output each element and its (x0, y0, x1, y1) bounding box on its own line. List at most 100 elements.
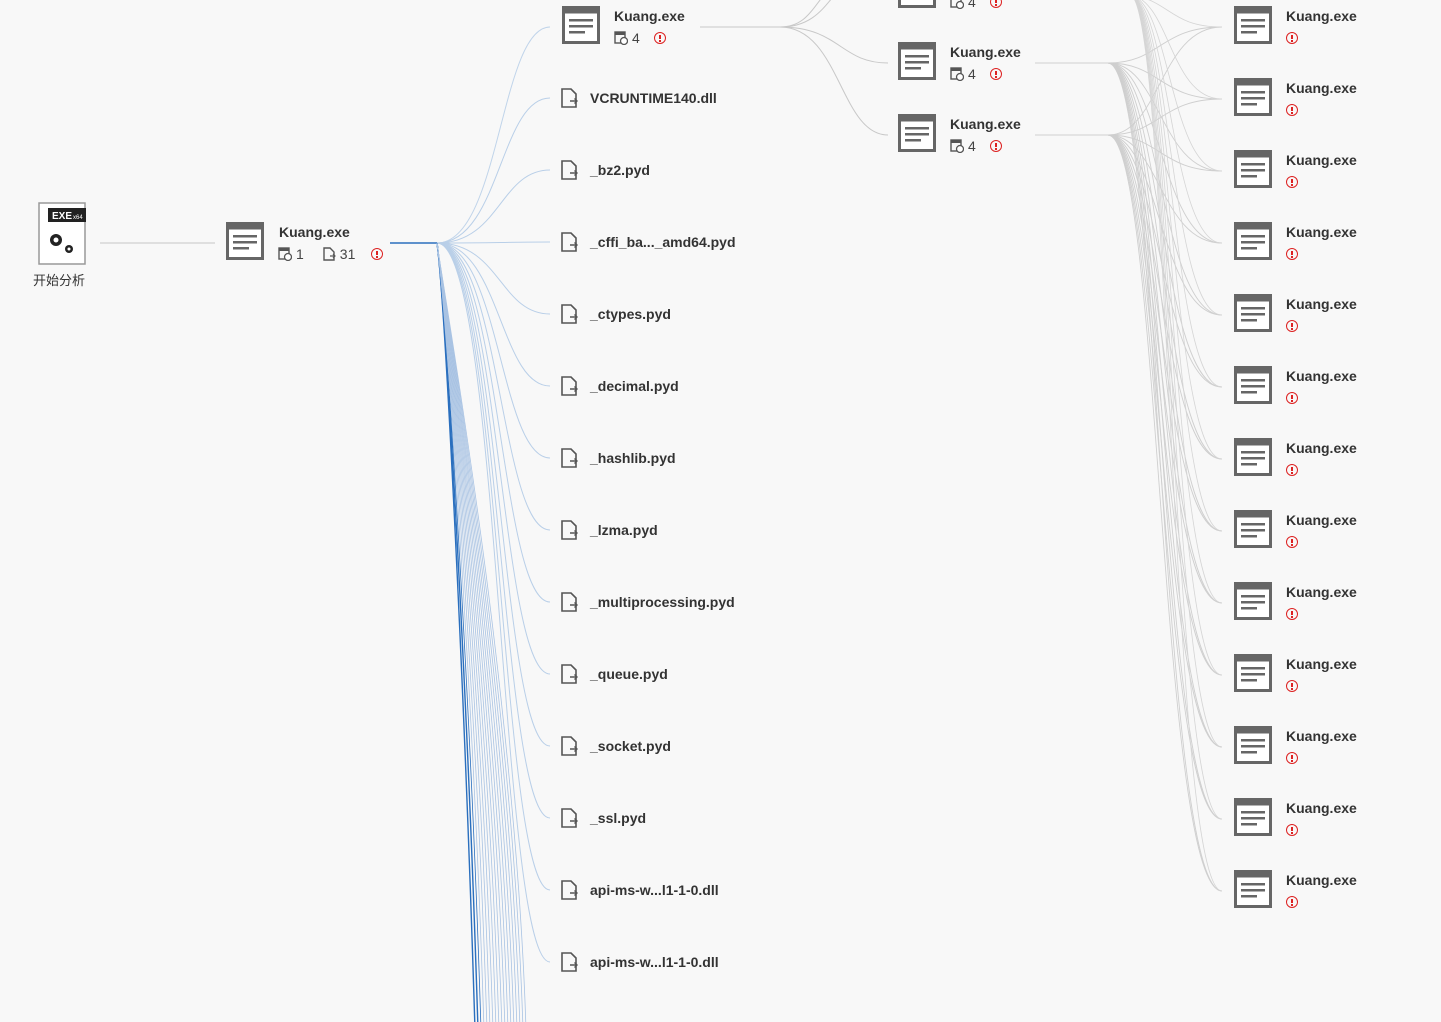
file-name: _ssl.pyd (590, 810, 647, 826)
dropped-file-item[interactable]: _ctypes.pyd (560, 304, 671, 324)
warning-icon (1286, 752, 1298, 764)
file-drop-icon (323, 247, 336, 261)
window-icon (898, 42, 936, 80)
file-name: api-ms-w...l1-1-0.dll (590, 954, 719, 970)
warning-icon (1286, 248, 1298, 260)
file-name: _lzma.pyd (590, 522, 658, 538)
file-name: _multiprocessing.pyd (590, 594, 735, 610)
window-icon (898, 0, 936, 8)
edge-main-file (436, 242, 551, 603)
subprocess-count: 4 (968, 138, 976, 154)
file-drop-icon (561, 952, 578, 972)
edge-mid-leaf (1148, 0, 1223, 28)
process-meta (1286, 104, 1298, 116)
edge-main-file (436, 242, 551, 747)
leaf-process-node[interactable]: Kuang.exe (1234, 510, 1374, 554)
dropped-file-item[interactable]: api-ms-w...l1-1-0.dll (560, 952, 719, 972)
edge-main-file (436, 242, 551, 819)
process-title: Kuang.exe (1286, 440, 1357, 456)
edge-mid-leaf (1137, 0, 1223, 244)
process-meta (1286, 536, 1298, 548)
edge-main-file (436, 242, 551, 963)
leaf-process-node[interactable]: Kuang.exe (1234, 870, 1374, 914)
file-drop-icon (561, 232, 578, 252)
edge-mid-leaf (1134, 0, 1223, 820)
edge-mid-leaf (1035, 26, 1223, 64)
dropped-file-item[interactable]: api-ms-w...l1-1-0.dll (560, 880, 719, 900)
dropped-file-item[interactable]: _decimal.pyd (560, 376, 679, 396)
leaf-process-node[interactable]: Kuang.exe (1234, 6, 1374, 50)
edge-mid-leaf (1035, 134, 1223, 388)
edge-mid-leaf (1035, 62, 1223, 244)
main-process-node[interactable]: Kuang.exe 1 31 (226, 222, 386, 266)
edge-main-file-offscreen (436, 242, 527, 1022)
edge-mid-leaf (1035, 62, 1223, 172)
warning-icon (1286, 680, 1298, 692)
warning-icon (1286, 608, 1298, 620)
edge-mid-leaf (1140, 0, 1223, 100)
file-name: api-ms-w...l1-1-0.dll (590, 882, 719, 898)
leaf-process-node[interactable]: Kuang.exe (1234, 654, 1374, 698)
dropped-file-item[interactable]: _socket.pyd (560, 736, 671, 756)
file-name: _bz2.pyd (590, 162, 650, 178)
dropped-file-item[interactable]: _ssl.pyd (560, 808, 646, 828)
child-process-node[interactable]: Kuang.exe 4 (898, 0, 1038, 14)
dropped-file-item[interactable]: _lzma.pyd (560, 520, 658, 540)
leaf-process-node[interactable]: Kuang.exe (1234, 150, 1374, 194)
process-title: Kuang.exe (1286, 800, 1357, 816)
dropped-file-item[interactable]: _bz2.pyd (560, 160, 650, 180)
edge-mid-leaf (1035, 62, 1223, 748)
process-meta: 1 31 (278, 246, 384, 262)
leaf-process-node[interactable]: Kuang.exe (1234, 726, 1374, 770)
leaf-process-node[interactable]: Kuang.exe (1234, 78, 1374, 122)
dropped-file-item[interactable]: _hashlib.pyd (560, 448, 676, 468)
leaf-process-node[interactable]: Kuang.exe (1234, 294, 1374, 338)
window-icon (1234, 582, 1272, 620)
warning-icon (653, 32, 666, 44)
subprocess-icon (950, 67, 964, 81)
edge-main-file (436, 97, 551, 244)
process-meta (1286, 248, 1298, 260)
edge-mid-leaf (1035, 134, 1223, 604)
leaf-process-node[interactable]: Kuang.exe (1234, 798, 1374, 842)
leaf-process-node[interactable]: Kuang.exe (1234, 222, 1374, 266)
process-title: Kuang.exe (1286, 512, 1357, 528)
root-node-start-analysis[interactable]: EXE x64 开始分析 (30, 202, 96, 292)
file-drop-icon (561, 376, 578, 396)
subprocess-icon (278, 247, 292, 261)
process-title: Kuang.exe (1286, 584, 1357, 600)
process-meta (1286, 392, 1298, 404)
window-icon (1234, 798, 1272, 836)
child-process-node[interactable]: Kuang.exe 4 (898, 114, 1038, 158)
process-meta (1286, 896, 1298, 908)
edge-mid-leaf (1035, 134, 1223, 892)
window-icon (1234, 222, 1272, 260)
window-icon (1234, 654, 1272, 692)
process-meta: 4 (950, 66, 1002, 82)
child-process-top[interactable]: Kuang.exe 4 (562, 6, 702, 50)
edge-mid-leaf (1035, 62, 1223, 532)
subprocess-icon (614, 31, 628, 45)
leaf-process-node[interactable]: Kuang.exe (1234, 366, 1374, 410)
process-title: Kuang.exe (1286, 296, 1357, 312)
window-icon (562, 6, 600, 44)
dropped-file-item[interactable]: _queue.pyd (560, 664, 668, 684)
edge-mid-leaf (1138, 0, 1223, 172)
process-meta (1286, 32, 1298, 44)
dropped-file-item[interactable]: _cffi_ba..._amd64.pyd (560, 232, 736, 252)
subprocess-icon (950, 139, 964, 153)
dropped-file-item[interactable]: _multiprocessing.pyd (560, 592, 735, 612)
process-meta (1286, 824, 1298, 836)
edge-main-file (436, 241, 551, 244)
child-process-node[interactable]: Kuang.exe 4 (898, 42, 1038, 86)
edge-mid-leaf (1035, 26, 1223, 136)
process-title: Kuang.exe (1286, 224, 1357, 240)
file-drop-icon (561, 520, 578, 540)
edge-main-file-offscreen (436, 242, 476, 1022)
warning-icon (1286, 176, 1298, 188)
leaf-process-node[interactable]: Kuang.exe (1234, 582, 1374, 626)
process-meta (1286, 464, 1298, 476)
dropped-file-item[interactable]: VCRUNTIME140.dll (560, 88, 717, 108)
file-name: _ctypes.pyd (590, 306, 671, 322)
leaf-process-node[interactable]: Kuang.exe (1234, 438, 1374, 482)
